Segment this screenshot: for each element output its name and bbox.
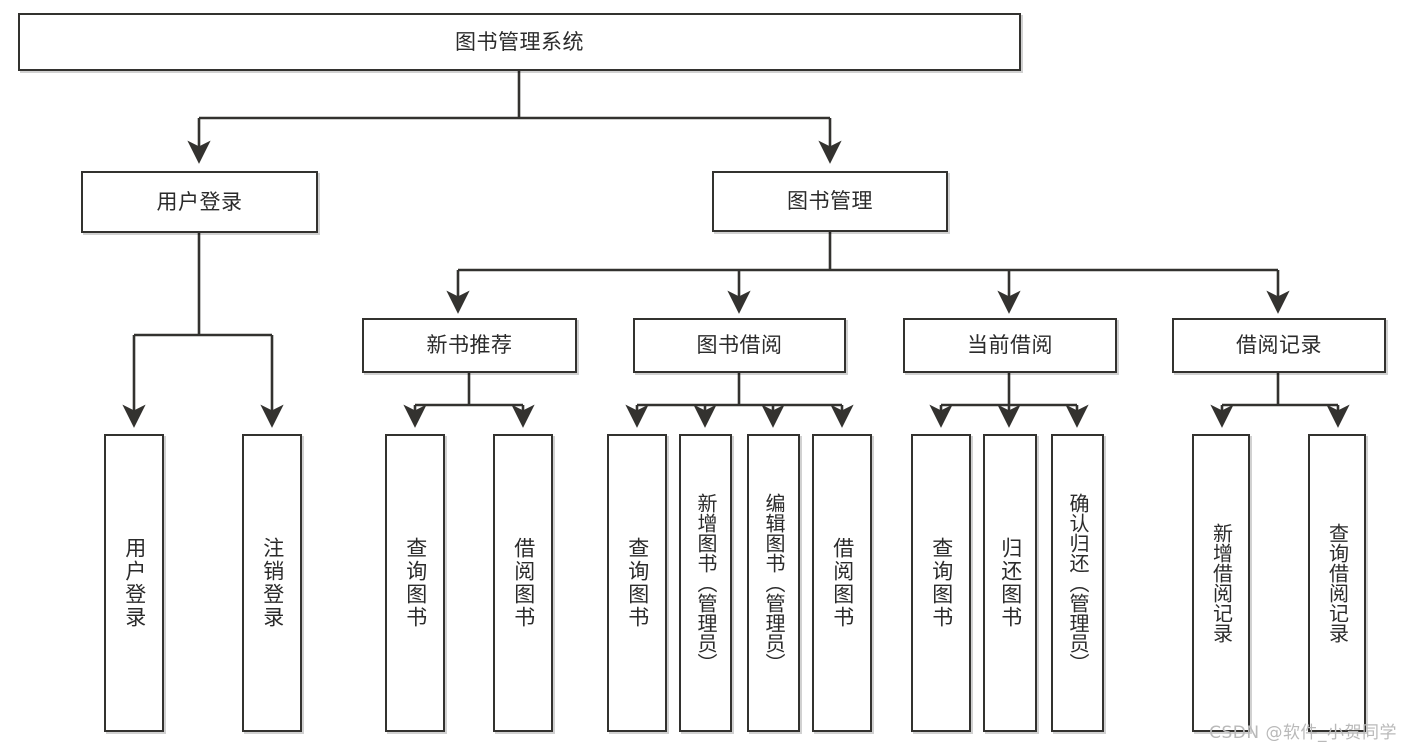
leaf-borrow-book-1-label: 借阅图书 — [511, 537, 536, 629]
node-user-login-label: 用户登录 — [156, 189, 243, 214]
leaf-query-book-3-label: 查询图书 — [929, 537, 954, 629]
node-root[interactable]: 图书管理系统 — [18, 13, 1021, 71]
leaf-confirm-return[interactable]: 确认归还（管理员） — [1051, 434, 1104, 732]
node-book-borrow[interactable]: 图书借阅 — [633, 318, 846, 373]
leaf-query-book-3[interactable]: 查询图书 — [911, 434, 971, 732]
node-book-borrow-label: 图书借阅 — [696, 333, 783, 358]
leaf-user-login-label: 用户登录 — [122, 537, 147, 629]
node-book-management[interactable]: 图书管理 — [712, 171, 948, 232]
node-borrow-record-label: 借阅记录 — [1236, 333, 1322, 358]
leaf-query-book-1[interactable]: 查询图书 — [385, 434, 445, 732]
node-user-login[interactable]: 用户登录 — [81, 171, 318, 233]
csdn-watermark: CSDN @软件_小贺同学 — [1209, 723, 1397, 743]
leaf-borrow-book-1[interactable]: 借阅图书 — [493, 434, 553, 732]
node-borrow-record[interactable]: 借阅记录 — [1172, 318, 1386, 373]
node-new-book-recommend-label: 新书推荐 — [426, 333, 513, 358]
leaf-add-book-label: 新增图书（管理员） — [694, 493, 718, 673]
leaf-borrow-book-2-label: 借阅图书 — [830, 537, 855, 629]
leaf-logout[interactable]: 注销登录 — [242, 434, 302, 732]
leaf-borrow-book-2[interactable]: 借阅图书 — [812, 434, 872, 732]
node-current-borrow[interactable]: 当前借阅 — [903, 318, 1117, 373]
node-new-book-recommend[interactable]: 新书推荐 — [362, 318, 577, 373]
leaf-confirm-return-label: 确认归还（管理员） — [1066, 493, 1090, 673]
leaf-return-book[interactable]: 归还图书 — [983, 434, 1037, 732]
node-current-borrow-label: 当前借阅 — [967, 333, 1053, 358]
leaf-query-borrow-record-label: 查询借阅记录 — [1325, 523, 1350, 643]
leaf-add-borrow-record-label: 新增借阅记录 — [1209, 523, 1234, 643]
leaf-logout-label: 注销登录 — [260, 537, 285, 629]
leaf-query-borrow-record[interactable]: 查询借阅记录 — [1308, 434, 1366, 732]
node-book-management-label: 图书管理 — [787, 189, 873, 214]
leaf-user-login[interactable]: 用户登录 — [104, 434, 164, 732]
leaf-query-book-2-label: 查询图书 — [625, 537, 650, 629]
leaf-return-book-label: 归还图书 — [998, 537, 1023, 629]
leaf-query-book-2[interactable]: 查询图书 — [607, 434, 667, 732]
leaf-add-book[interactable]: 新增图书（管理员） — [679, 434, 732, 732]
leaf-add-borrow-record[interactable]: 新增借阅记录 — [1192, 434, 1250, 732]
leaf-edit-book-label: 编辑图书（管理员） — [762, 493, 786, 673]
leaf-query-book-1-label: 查询图书 — [403, 537, 428, 629]
leaf-edit-book[interactable]: 编辑图书（管理员） — [747, 434, 800, 732]
node-root-label: 图书管理系统 — [455, 29, 584, 54]
